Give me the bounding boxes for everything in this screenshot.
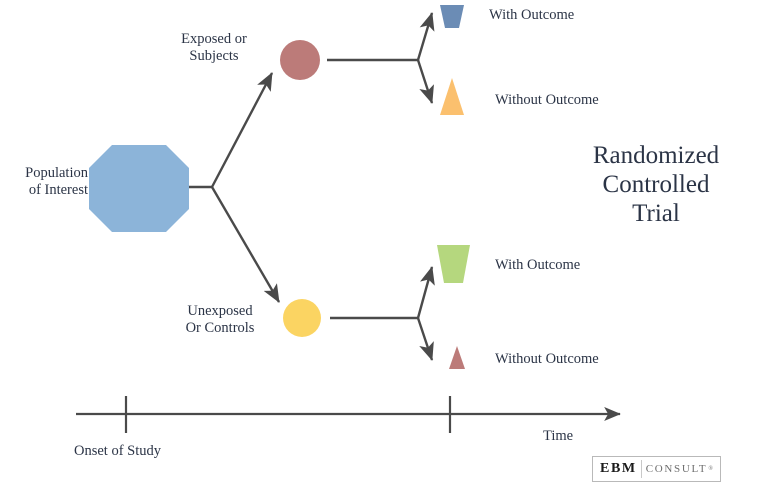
logo-secondary-text: CONSULT bbox=[645, 463, 708, 475]
exposed-with-outcome-shape bbox=[440, 5, 464, 28]
connector-exposed-without-outcome bbox=[416, 59, 434, 104]
exposed-with-outcome-label: With Outcome bbox=[489, 7, 575, 23]
exposed-without-outcome-label: Without Outcome bbox=[495, 92, 599, 108]
unexposed-label: Unexposed Or Controls bbox=[185, 303, 255, 336]
unexposed-with-outcome-shape bbox=[437, 245, 470, 283]
population-octagon-shape bbox=[89, 145, 189, 232]
unexposed-with-outcome-label: With Outcome bbox=[495, 257, 581, 273]
population-label: Population of Interest bbox=[25, 165, 88, 198]
exposed-without-outcome-shape bbox=[440, 78, 464, 115]
connector-unexposed-with-outcome bbox=[416, 266, 435, 319]
exposed-label: Exposed or Subjects bbox=[181, 31, 247, 64]
timeline-axis-label: Time bbox=[543, 428, 574, 444]
connector-unexposed-without-outcome bbox=[416, 317, 434, 361]
page-title: Randomized Controlled Trial bbox=[592, 142, 720, 227]
unexposed-without-outcome-shape bbox=[449, 346, 465, 369]
logo-divider bbox=[640, 460, 642, 478]
ebm-consult-logo: EBM CONSULT ® bbox=[592, 456, 721, 482]
connector-to-unexposed bbox=[210, 186, 281, 303]
unexposed-without-outcome-label: Without Outcome bbox=[495, 351, 599, 367]
registered-trademark-icon: ® bbox=[708, 466, 713, 472]
connector-exposed-with-outcome bbox=[416, 12, 435, 61]
timeline-onset-label: Onset of Study bbox=[74, 443, 161, 459]
unexposed-circle-shape bbox=[283, 299, 321, 337]
connector-to-exposed bbox=[210, 72, 274, 188]
exposed-circle-shape bbox=[280, 40, 320, 80]
logo-primary-text: EBM bbox=[600, 461, 637, 476]
